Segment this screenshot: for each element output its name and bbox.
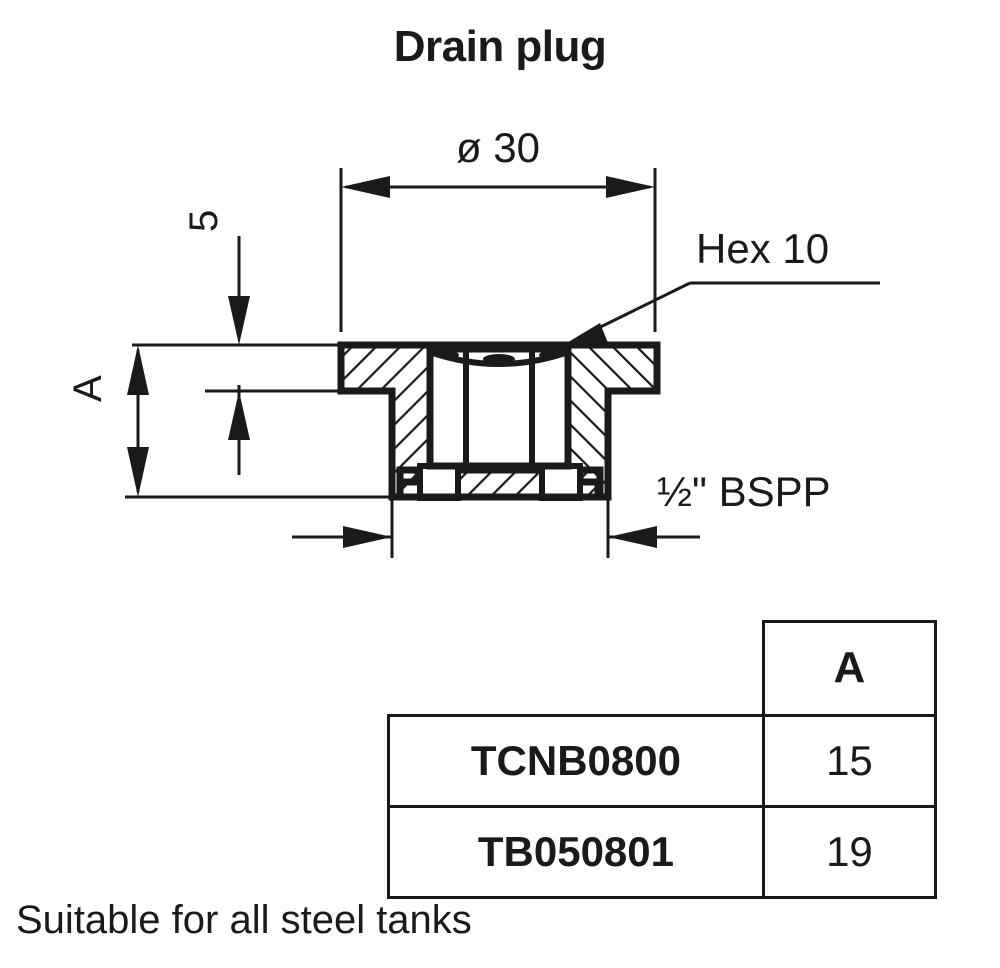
table-header-a: A [761,620,938,717]
dimension-arrow-icon [608,526,657,548]
dimension-label-flange-thickness: 5 [182,209,226,232]
leader-line-hex [560,281,880,347]
dimension-arrow-icon [606,176,655,198]
table-cell-part-number: TB050801 [387,804,765,899]
dimension-arrow-icon [127,345,149,395]
table-header-row: A [389,620,938,717]
table-header-part [389,622,764,716]
table-row: TCNB0800 15 [387,713,938,808]
dimension-arrow-icon [127,447,149,497]
dimension-thickness-5 [132,236,341,475]
table-cell-a-value: 15 [761,713,938,808]
dimension-arrow-icon [228,391,250,440]
drain-plug-body [337,341,661,501]
tool-notch-right-icon [539,463,583,501]
dimension-label-hex: Hex 10 [696,225,830,272]
footnote-text: Suitable for all steel tanks [16,898,472,942]
dimension-label-thread: ½" BSPP [657,468,831,515]
dimension-diameter-30 [339,168,657,332]
dimension-height-a [125,345,392,499]
dimension-label-diameter: ø 30 [455,124,541,171]
dimension-arrow-icon [343,526,392,548]
part-outline [337,341,661,501]
tool-notch-left-icon [417,463,461,501]
table-row: TB050801 19 [387,804,938,899]
leader-arrow-icon [560,323,608,347]
table-cell-a-value: 19 [761,804,938,899]
dimension-arrow-icon [341,176,390,198]
part-number-table: A TCNB0800 15 TB050801 19 [387,620,938,899]
table-cell-part-number: TCNB0800 [387,713,765,808]
page-title: Drain plug [393,22,607,71]
dimension-thread-bspp [292,497,700,558]
dimension-arrow-icon [228,296,250,345]
dimension-label-height: A [66,375,110,402]
cross-section-drawing [125,168,880,558]
